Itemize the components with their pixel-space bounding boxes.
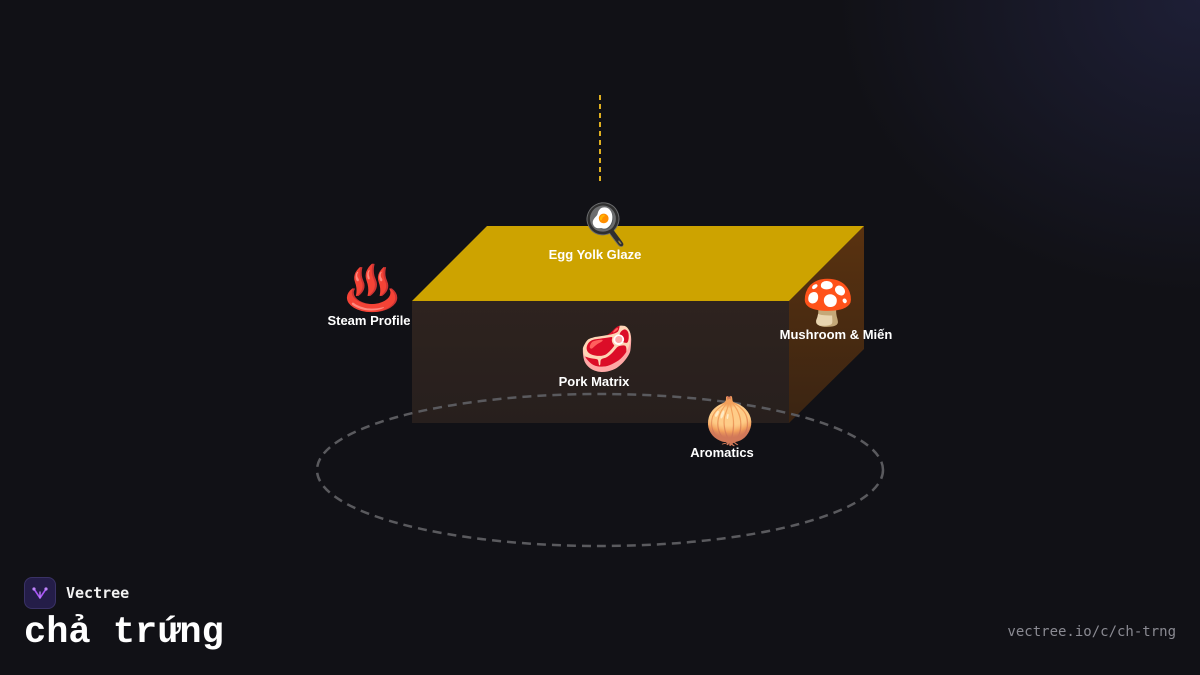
component-label-mushroom-mien: Mushroom & Miến [779, 327, 893, 342]
brand-name: Vectree [66, 584, 130, 602]
meat-cut-icon: 🥩 [580, 324, 635, 375]
page-url: vectree.io/c/ch-trng [1007, 624, 1176, 640]
hot-springs-icon: ♨️ [345, 263, 400, 313]
component-label-aromatics: Aromatics [690, 445, 754, 460]
vectree-logo-icon [24, 577, 56, 609]
brand: Vectree [24, 577, 129, 609]
orbit-ellipse [315, 392, 885, 548]
onion-icon: 🧅 [703, 394, 758, 447]
block-top-face [412, 226, 864, 301]
page-title: chả trứng [24, 612, 224, 654]
mushroom-icon: 🍄 [801, 278, 856, 328]
fried-egg-pan-icon: 🍳 [580, 201, 630, 248]
base-block [412, 226, 864, 423]
component-label-pork-matrix: Pork Matrix [558, 374, 630, 389]
component-label-steam-profile: Steam Profile [327, 313, 411, 328]
component-label-egg-yolk-glaze: Egg Yolk Glaze [548, 247, 642, 262]
block-front-face [412, 301, 789, 423]
block-side-face [789, 226, 864, 423]
